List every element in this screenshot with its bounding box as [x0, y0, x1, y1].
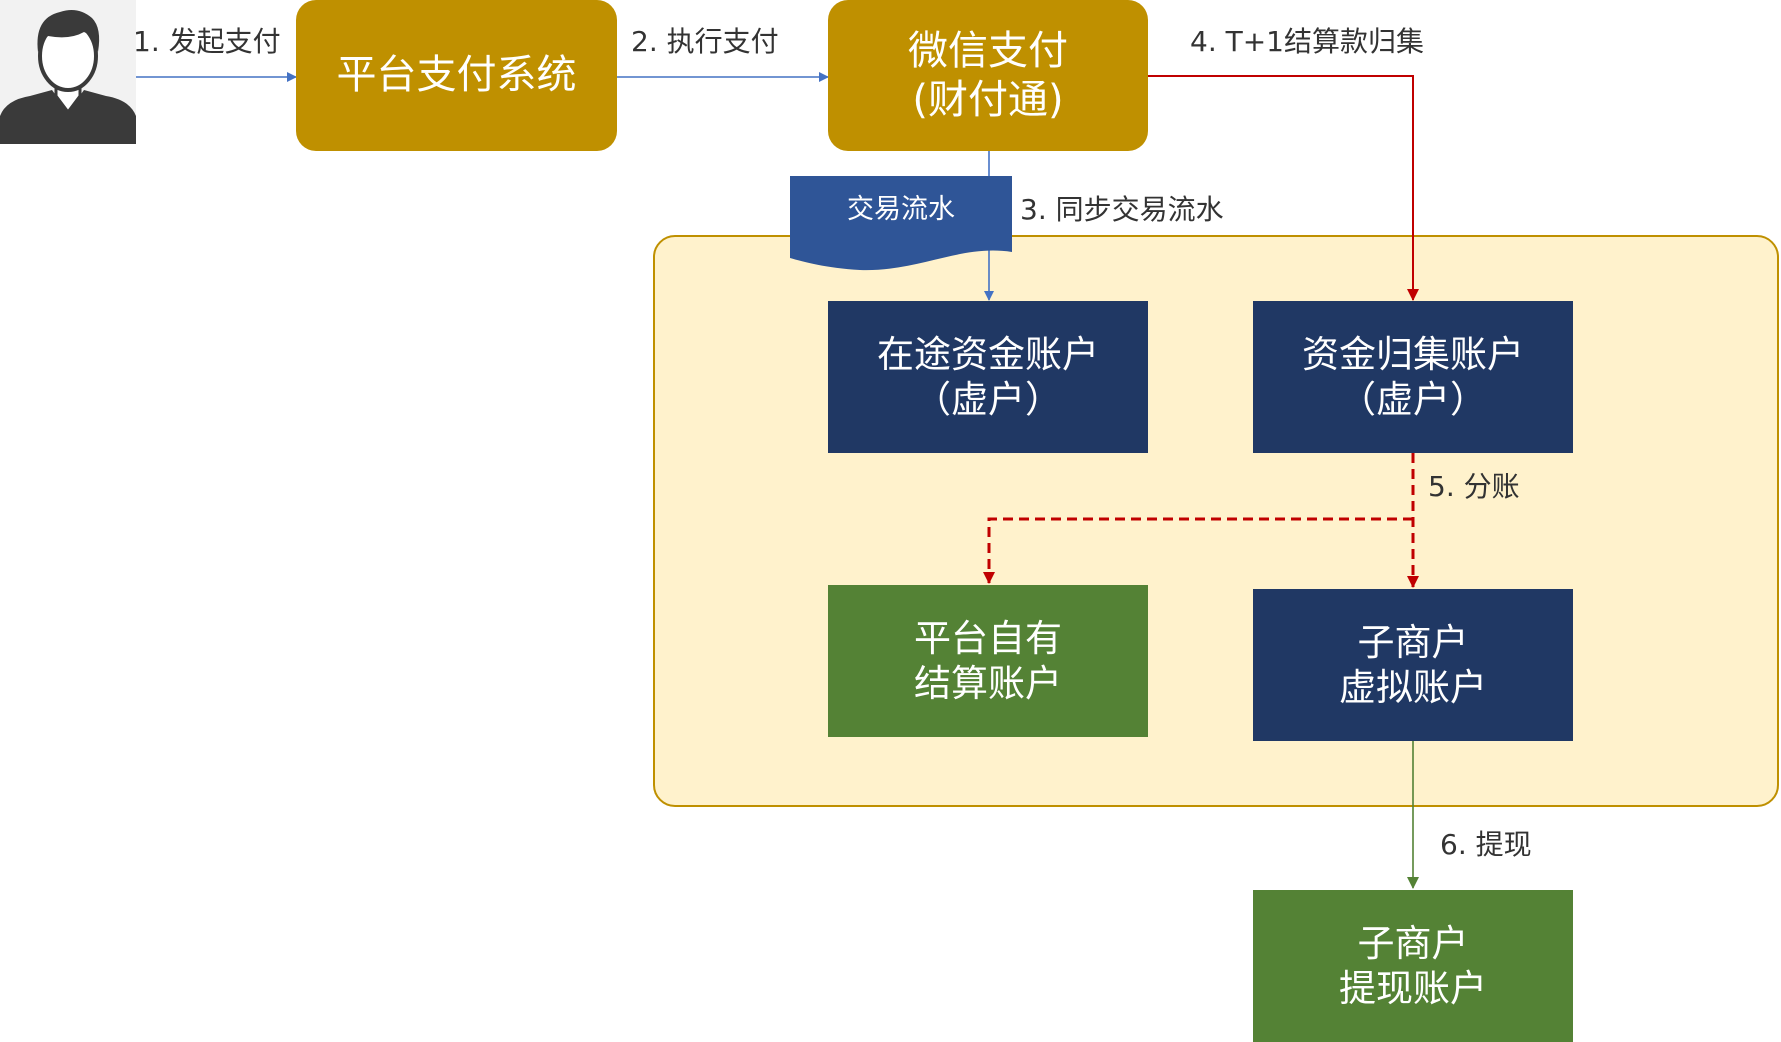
- sub-merchant-virtual-line1: 子商户: [1357, 620, 1469, 664]
- edge-label-step6: 6. 提现: [1440, 828, 1532, 861]
- collection-account-node: 资金归集账户 （虚户）: [1253, 301, 1573, 453]
- platform-settlement-node: 平台自有 结算账户: [828, 585, 1148, 737]
- collection-account-line2: （虚户）: [1339, 378, 1487, 421]
- sub-merchant-withdraw-line2: 提现账户: [1339, 967, 1487, 1010]
- transit-account-line2: （虚户）: [914, 378, 1062, 421]
- edge-label-step3: 3. 同步交易流水: [1020, 193, 1224, 226]
- edge-step5-branch: [983, 517, 1413, 584]
- wechat-pay-line2: (财付通): [912, 76, 1064, 123]
- platform-settlement-line1: 平台自有: [914, 616, 1062, 660]
- user-avatar-icon: [0, 0, 136, 144]
- platform-settlement-line2: 结算账户: [914, 662, 1062, 705]
- edge-label-step5: 5. 分账: [1428, 470, 1520, 503]
- collection-account-line1: 资金归集账户: [1302, 332, 1524, 376]
- wechat-pay-line1: 微信支付: [908, 27, 1068, 74]
- edge-step4: [1148, 75, 1419, 301]
- sub-merchant-withdraw-line1: 子商户: [1357, 921, 1469, 965]
- edge-label-step1: 1. 发起支付: [133, 25, 281, 58]
- edge-label-step2: 2. 执行支付: [631, 25, 779, 58]
- sub-merchant-virtual-node: 子商户 虚拟账户: [1253, 589, 1573, 741]
- transit-account-line1: 在途资金账户: [877, 332, 1099, 376]
- transaction-flow-document: [790, 176, 1012, 271]
- sub-merchant-withdraw-node: 子商户 提现账户: [1253, 890, 1573, 1042]
- transit-account-node: 在途资金账户 （虚户）: [828, 301, 1148, 453]
- edge-label-step4: 4. T+1结算款归集: [1190, 25, 1424, 58]
- transaction-flow-label: 交易流水: [847, 194, 955, 225]
- wechat-pay-node: 微信支付 (财付通): [828, 0, 1148, 151]
- sub-merchant-virtual-line2: 虚拟账户: [1339, 666, 1487, 709]
- platform-payment-node: 平台支付系统: [296, 0, 617, 151]
- platform-payment-label: 平台支付系统: [336, 52, 577, 99]
